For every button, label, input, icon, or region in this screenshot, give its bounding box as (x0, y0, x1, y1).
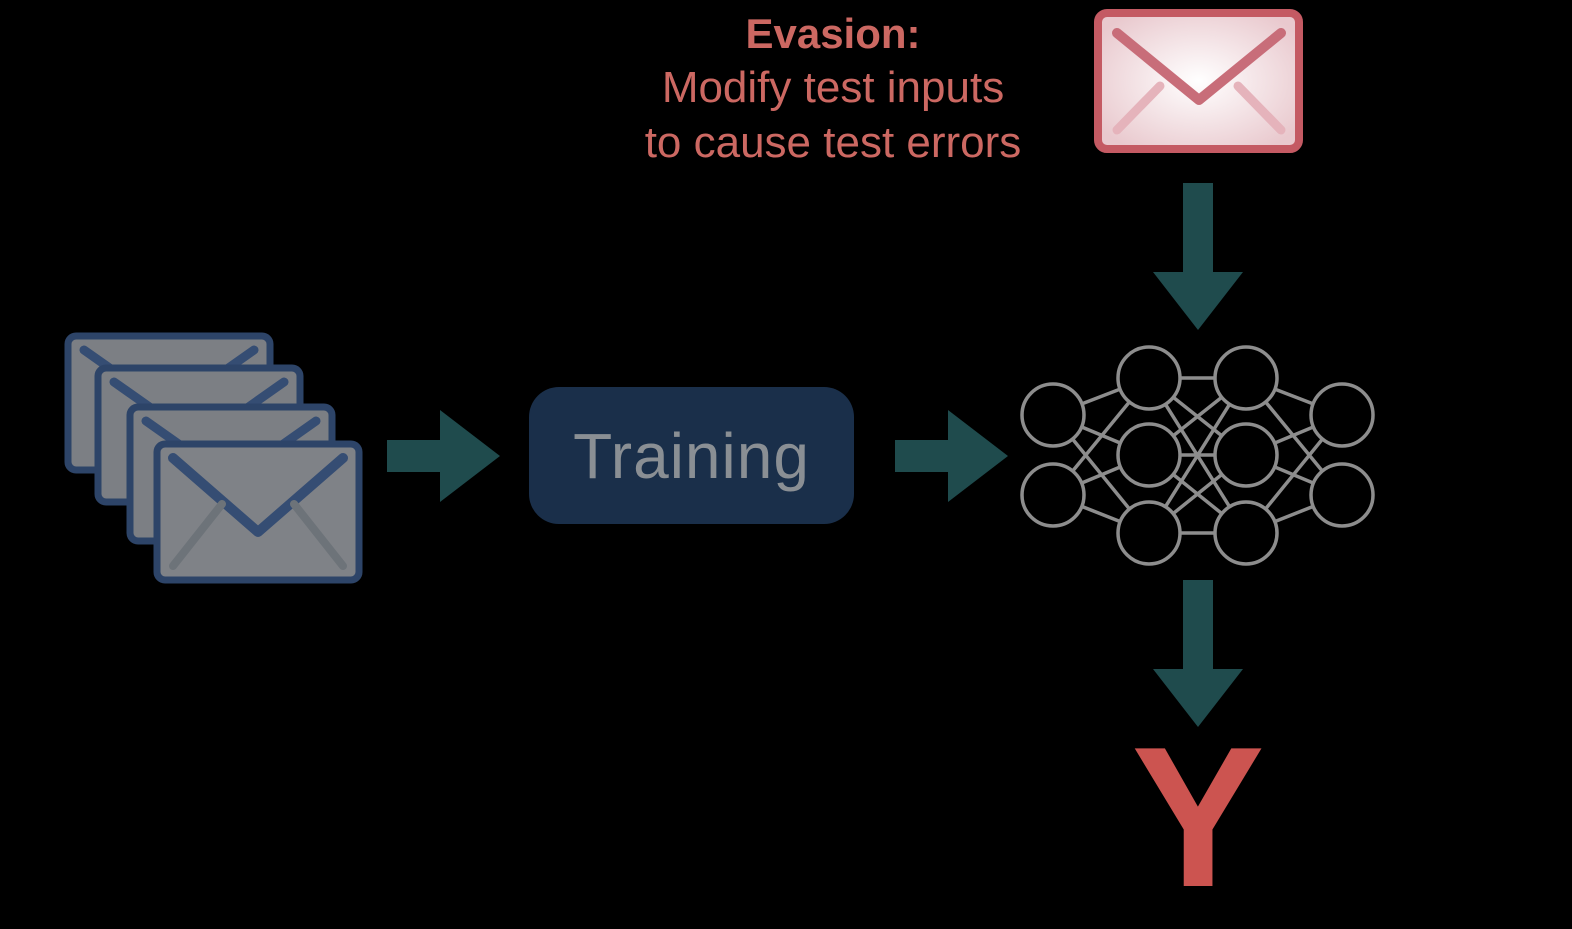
output-label: Y (1131, 706, 1265, 929)
neural-network-icon (1020, 345, 1375, 566)
arrow-icon (1153, 580, 1243, 727)
evasion-caption: Evasion: Modify test inputs to cause tes… (560, 8, 1106, 170)
arrow-icon (895, 410, 1008, 502)
caption-line-1: Modify test inputs (661, 63, 1005, 112)
envelope-stack-icon (64, 332, 363, 584)
training-label: Training (573, 419, 810, 492)
arrow-icon (1153, 183, 1243, 330)
caption-line-2: to cause test errors (644, 118, 1022, 167)
test-envelope-icon (1094, 9, 1303, 153)
arrow-icon (387, 410, 500, 502)
envelope-icon (153, 440, 363, 584)
training-box: Training (529, 387, 854, 524)
caption-title: Evasion: (745, 10, 921, 57)
